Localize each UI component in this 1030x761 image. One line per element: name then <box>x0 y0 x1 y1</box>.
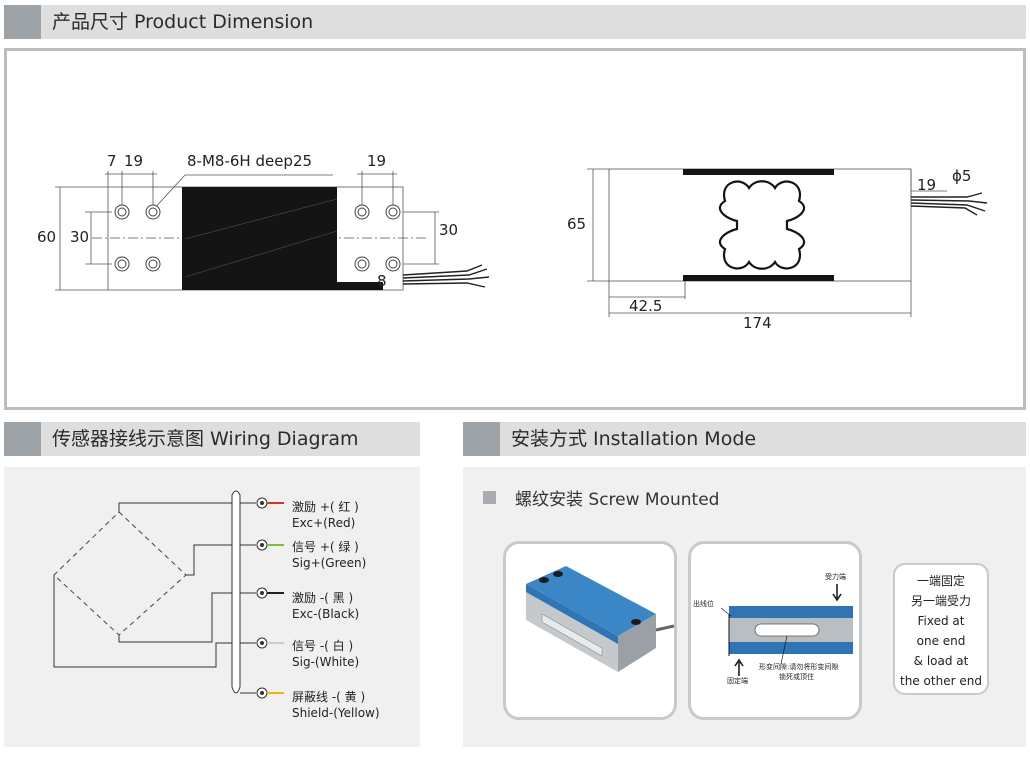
note-line: 另一端受力 <box>910 594 971 608</box>
note-line: Fixed at <box>917 614 965 628</box>
dim-hole-pitch-right: 30 <box>439 221 459 239</box>
label-gap-note-1: 形变间隙:请勿将形变间隙 <box>759 663 839 671</box>
dimension-drawing-panel: 7 19 8-M8-6H deep25 19 60 30 30 8 65 19 … <box>4 48 1026 410</box>
section-header-dimension: 产品尺寸 Product Dimension <box>4 5 1026 39</box>
wire-label-en: Exc-(Black) <box>292 607 360 621</box>
label-gap-note-2: 锁死或顶住 <box>779 673 814 681</box>
dim-cable-diameter: ϕ5 <box>952 167 972 185</box>
wire-label-cn: 屏蔽线 -( 黄 ) <box>292 690 366 704</box>
dim-height-side: 65 <box>567 215 587 233</box>
section-title-dimension: 产品尺寸 Product Dimension <box>52 11 314 33</box>
header-marker <box>463 422 500 456</box>
label-fixed-end: 固定端 <box>727 677 748 685</box>
header-marker <box>4 422 41 456</box>
wiring-bridge-drawing <box>53 490 284 699</box>
section-header-wiring: 传感器接线示意图 Wiring Diagram <box>4 422 420 456</box>
dim-plate-thickness: 8 <box>377 272 387 290</box>
wire-label-en: Sig-(White) <box>292 655 360 669</box>
label-force-end: 受力端 <box>825 573 846 581</box>
dim-hole-pitch-left: 30 <box>70 228 90 246</box>
install-method: 螺纹安装 Screw Mounted <box>515 490 720 510</box>
wire-label-cn: 信号 +( 绿 ) <box>292 540 359 554</box>
dim-center-offset: 42.5 <box>629 297 663 315</box>
mounting-diagram-card: 受力端 出线位 固定端 形变间隙:请勿将形变间隙 锁死或顶住 <box>688 541 862 720</box>
section-header-installation: 安装方式 Installation Mode <box>463 422 1026 456</box>
dim-length: 174 <box>743 314 772 332</box>
dim-height-front: 60 <box>37 228 57 246</box>
dimension-drawing <box>55 168 988 317</box>
mounting-note-card: 一端固定 另一端受力 Fixed at one end & load at th… <box>893 563 989 695</box>
note-line: the other end <box>900 674 982 688</box>
wire-label-en: Sig+(Green) <box>292 556 367 570</box>
installation-panel: 螺纹安装 Screw Mounted 受力端 出线位 固定端 <box>463 467 1026 747</box>
wiring-diagram-panel: 激励 +( 红 ) Exc+(Red) 信号 +( 绿 ) Sig+(Green… <box>4 467 420 747</box>
wire-label-cn: 激励 +( 红 ) <box>292 500 359 514</box>
wire-label-en: Shield-(Yellow) <box>292 706 380 720</box>
sensor-photo-card <box>503 541 677 720</box>
wire-label-en: Exc+(Red) <box>292 516 356 530</box>
section-title-installation: 安装方式 Installation Mode <box>511 428 757 450</box>
dim-hole-spacing-left: 19 <box>124 152 144 170</box>
mounting-diagram <box>720 584 853 676</box>
sensor-3d-image <box>526 566 674 672</box>
note-line: one end <box>916 634 966 648</box>
wire-label-cn: 信号 -( 白 ) <box>292 639 354 653</box>
section-title-wiring: 传感器接线示意图 Wiring Diagram <box>52 428 359 450</box>
dim-gap: 19 <box>917 176 937 194</box>
note-line: 一端固定 <box>916 574 965 588</box>
note-line: & load at <box>913 654 969 668</box>
bullet-square <box>483 491 496 504</box>
wire-label-cn: 激励 -( 黑 ) <box>292 591 354 605</box>
label-cable-outlet: 出线位 <box>693 600 714 608</box>
dim-hole-edge-offset: 7 <box>107 152 117 170</box>
dim-hole-spacing-right: 19 <box>367 152 387 170</box>
header-marker <box>4 5 41 39</box>
dim-thread-spec: 8-M8-6H deep25 <box>187 152 313 170</box>
